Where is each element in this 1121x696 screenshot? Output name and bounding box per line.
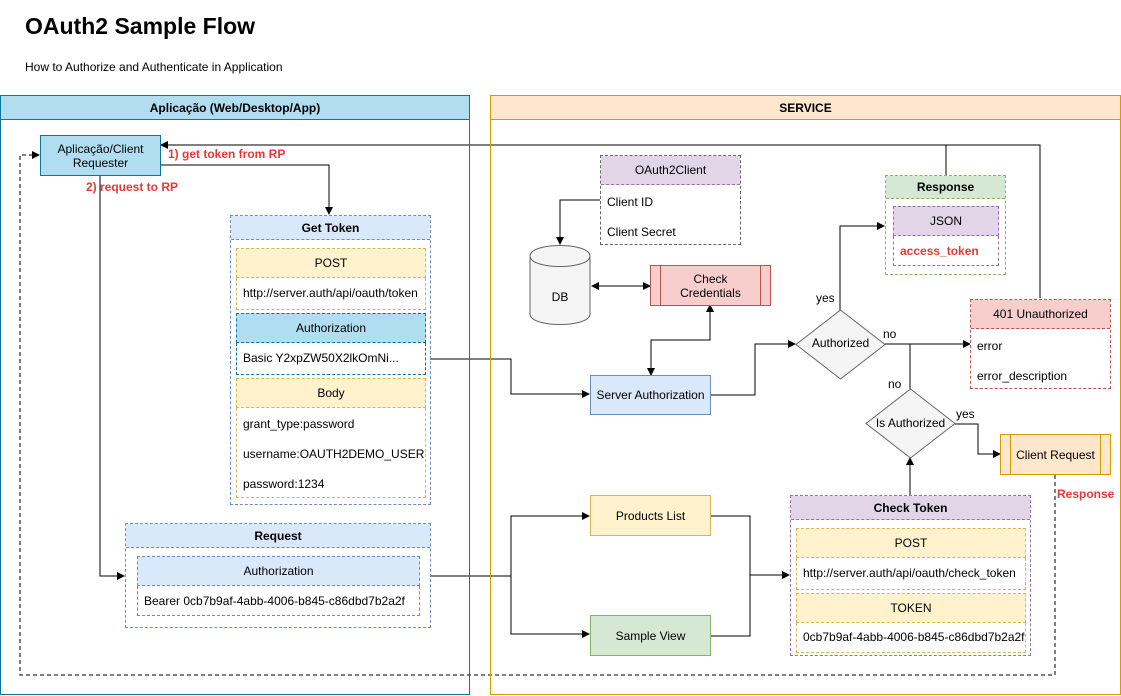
authorized-diamond-icon	[795, 309, 886, 380]
label-get-token: 1) get token from RP	[168, 147, 286, 161]
edge-401-to-client	[946, 144, 1041, 298]
get-token-auth-header: Authorization	[236, 313, 426, 343]
edge-token-to-server-auth	[430, 358, 590, 398]
oauth2client-title: OAuth2Client	[601, 156, 740, 185]
oauth2client-row: Client ID	[607, 195, 654, 209]
body-row: password:1234	[243, 477, 325, 491]
products-list[interactable]: Products List	[590, 495, 711, 536]
label-yes-is-authorized: yes	[956, 407, 975, 421]
edge-products-to-check	[711, 515, 790, 579]
request-auth-header: Authorization	[137, 556, 420, 586]
check-token-token-box: 0cb7b9af-4abb-4006-b845-c86dbd7b2a2f	[796, 623, 1026, 653]
check-token-title: Check Token	[791, 496, 1030, 520]
service-pool-header: SERVICE	[491, 96, 1120, 120]
label-no-authorized: no	[883, 327, 897, 341]
request-title: Request	[126, 524, 430, 548]
check-token-token-value: 0cb7b9af-4abb-4006-b845-c86dbd7b2a2f	[803, 630, 1025, 644]
edge-authorized-yes	[839, 222, 885, 310]
check-credentials-inner	[660, 266, 761, 305]
client-requester[interactable]: Aplicação/Client Requester	[40, 135, 161, 176]
get-token-url-box: http://server.auth/api/oauth/token	[236, 278, 426, 310]
edge-is-authorized-yes	[955, 423, 1001, 458]
oauth2client-row: Client Secret	[607, 225, 676, 239]
unauthorized-entity: 401 Unauthorized error error_description	[970, 299, 1111, 389]
response-container: Response JSON access_token	[885, 175, 1006, 275]
edge-credentials-server-auth	[647, 304, 714, 376]
request-container: Request Authorization Bearer 0cb7b9af-4a…	[125, 523, 431, 628]
edge-to-products	[510, 512, 590, 576]
client-request-process[interactable]: Client Request	[1000, 434, 1111, 475]
body-row: username:OAUTH2DEMO_USER	[243, 447, 425, 461]
check-credentials-label: Check Credentials	[680, 271, 741, 300]
db-label: DB	[551, 290, 569, 304]
get-token-body-box: grant_type:password username:OAUTH2DEMO_…	[236, 408, 426, 498]
check-token-url: http://server.auth/api/oauth/check_token	[803, 566, 1016, 580]
label-request-to-rp: 2) request to RP	[86, 180, 179, 194]
get-token-url: http://server.auth/api/oauth/token	[243, 286, 418, 300]
page-subtitle: How to Authorize and Authenticate in App…	[25, 60, 283, 74]
response-json-header: JSON	[893, 206, 999, 236]
unauthorized-title: 401 Unauthorized	[971, 300, 1110, 329]
check-token-container: Check Token POST http://server.auth/api/…	[790, 495, 1031, 656]
authorized-label: Authorized	[811, 336, 870, 350]
client-request-inner	[1010, 435, 1101, 474]
label-response: Response	[1057, 487, 1115, 501]
is-authorized-diamond-icon	[865, 388, 956, 459]
unauthorized-row: error_description	[977, 369, 1068, 383]
server-authorization[interactable]: Server Authorization	[590, 375, 711, 415]
edge-get-token	[160, 164, 333, 215]
response-json-box: access_token	[893, 236, 999, 266]
page-title: OAuth2 Sample Flow	[25, 13, 256, 39]
app-pool: Aplicação (Web/Desktop/App)	[0, 95, 470, 695]
check-token-method: POST	[796, 528, 1026, 558]
request-auth-value: Bearer 0cb7b9af-4abb-4006-b845-c86dbd7b2…	[144, 594, 405, 608]
db-cylinder-icon	[529, 245, 591, 325]
get-token-body-header: Body	[236, 378, 426, 408]
edge-response-loop	[19, 151, 1056, 676]
edge-request-to-rp	[99, 175, 125, 580]
get-token-auth-box: Basic Y2xpZW50X2lkOmNi...	[236, 343, 426, 375]
edge-sample-to-check	[711, 575, 751, 637]
check-token-token-header: TOKEN	[796, 593, 1026, 623]
client-request-label: Client Request	[1016, 447, 1095, 462]
oauth2client-entity: OAuth2Client Client ID Client Secret	[600, 155, 741, 245]
get-token-container: Get Token POST http://server.auth/api/oa…	[230, 215, 431, 505]
label-no-is-authorized: no	[888, 377, 902, 391]
unauthorized-row: error	[977, 339, 1003, 353]
body-row: grant_type:password	[243, 417, 355, 431]
get-token-auth-value: Basic Y2xpZW50X2lkOmNi...	[243, 351, 399, 365]
response-field: access_token	[900, 244, 979, 258]
get-token-method: POST	[236, 248, 426, 278]
edge-server-auth-to-decision	[711, 340, 796, 396]
app-pool-header: Aplicação (Web/Desktop/App)	[1, 96, 469, 120]
label-yes-authorized: yes	[816, 291, 835, 305]
sample-view[interactable]: Sample View	[590, 615, 711, 656]
response-title: Response	[886, 176, 1005, 199]
edge-client-to-db	[556, 199, 600, 245]
check-credentials-process[interactable]: Check Credentials	[650, 265, 771, 306]
get-token-title: Get Token	[231, 216, 430, 240]
edge-to-sample	[510, 576, 590, 638]
request-auth-box: Bearer 0cb7b9af-4abb-4006-b845-c86dbd7b2…	[137, 586, 420, 616]
is-authorized-label: Is Authorized	[875, 416, 946, 430]
check-token-url-box: http://server.auth/api/oauth/check_token	[796, 558, 1026, 590]
